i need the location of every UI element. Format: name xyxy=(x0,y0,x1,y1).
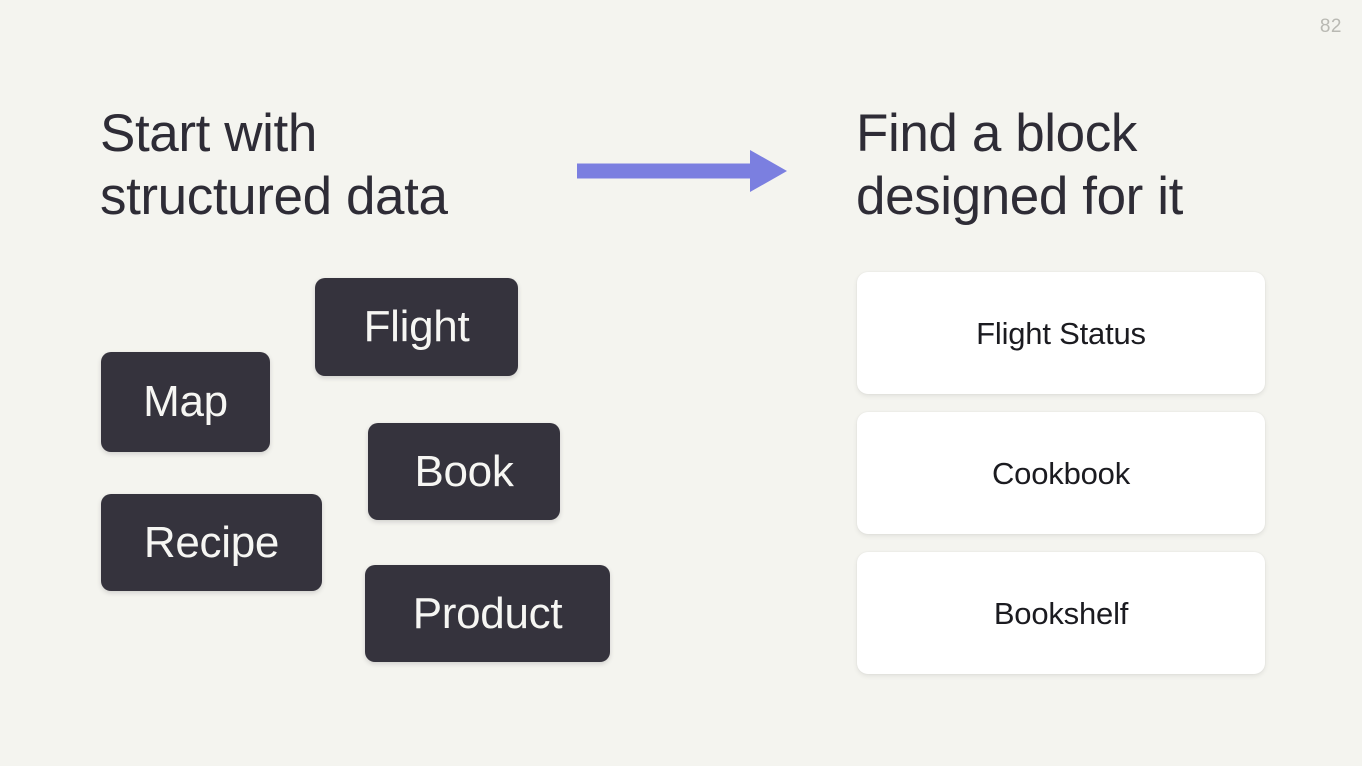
left-heading: Start with structured data xyxy=(100,104,448,226)
data-type-chip-product[interactable]: Product xyxy=(365,565,610,662)
block-card-bookshelf[interactable]: Bookshelf xyxy=(857,552,1265,674)
right-heading: Find a block designed for it xyxy=(856,104,1183,226)
data-type-chip-flight[interactable]: Flight xyxy=(315,278,518,376)
block-card-cookbook[interactable]: Cookbook xyxy=(857,412,1265,534)
block-card-list: Flight Status Cookbook Bookshelf xyxy=(857,272,1265,674)
page-number: 82 xyxy=(1319,16,1342,37)
data-type-chip-map[interactable]: Map xyxy=(101,352,270,452)
data-type-chip-recipe[interactable]: Recipe xyxy=(101,494,322,591)
right-arrow-icon xyxy=(575,148,789,194)
block-card-flight-status[interactable]: Flight Status xyxy=(857,272,1265,394)
data-type-chip-book[interactable]: Book xyxy=(368,423,560,520)
